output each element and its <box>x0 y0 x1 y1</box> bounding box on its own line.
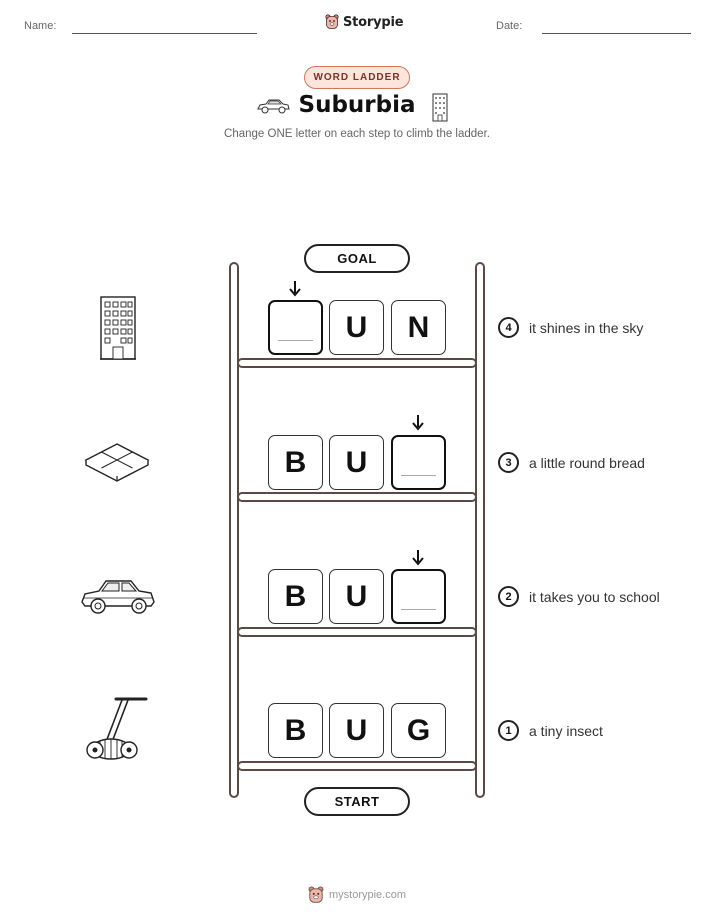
clue-step-2: 2 it takes you to school <box>498 586 660 607</box>
office-building-icon <box>100 296 136 360</box>
step-number: 1 <box>498 720 519 741</box>
letter-box-input[interactable] <box>268 300 323 355</box>
letter-box: N <box>391 300 446 355</box>
storypie-mascot-icon <box>308 886 324 903</box>
ladder-rung <box>237 492 477 502</box>
down-arrow-icon <box>412 415 424 431</box>
clue-step-4: 4 it shines in the sky <box>498 317 643 338</box>
letter-box: U <box>329 300 384 355</box>
ladder-rung <box>237 627 477 637</box>
brand-logo: Storypie <box>325 14 404 30</box>
name-label: Name: <box>24 20 57 32</box>
clue-text: a tiny insect <box>529 722 603 739</box>
letter-box: B <box>268 703 323 758</box>
page-title: Suburbia <box>298 92 416 118</box>
name-line[interactable] <box>72 33 257 34</box>
letter-box: U <box>329 703 384 758</box>
step-number: 2 <box>498 586 519 607</box>
down-arrow-icon <box>412 550 424 566</box>
letter-box: G <box>391 703 446 758</box>
car-icon <box>257 99 290 114</box>
footer-url[interactable]: mystorypie.com <box>329 889 407 901</box>
clue-step-3: 3 a little round bread <box>498 452 645 473</box>
ladder-rung <box>237 761 477 771</box>
letter-box: B <box>268 435 323 490</box>
ladder-rung <box>237 358 477 368</box>
letter-box: B <box>268 569 323 624</box>
letter-box-input[interactable] <box>391 435 446 490</box>
word-ladder-badge: WORD LADDER <box>304 66 410 89</box>
letter-box: U <box>329 435 384 490</box>
clue-text: it takes you to school <box>529 588 660 605</box>
ladder-rail-left <box>229 262 239 798</box>
storypie-mascot-icon <box>325 14 339 29</box>
car-icon <box>81 580 155 614</box>
start-label: START <box>304 787 410 816</box>
clue-text: it shines in the sky <box>529 319 644 336</box>
tile-icon <box>84 443 150 482</box>
date-line[interactable] <box>542 33 691 34</box>
letter-box: U <box>329 569 384 624</box>
ladder-rail-right <box>475 262 485 798</box>
footer: mystorypie.com <box>308 886 406 904</box>
instructions: Change ONE letter on each step to climb … <box>224 128 490 140</box>
date-label: Date: <box>496 20 523 32</box>
goal-label: GOAL <box>304 244 410 273</box>
brand-name: Storypie <box>343 14 404 30</box>
letter-box-input[interactable] <box>391 569 446 624</box>
clue-text: a little round bread <box>529 454 645 471</box>
clue-step-1: 1 a tiny insect <box>498 720 603 741</box>
down-arrow-icon <box>289 281 301 297</box>
step-number: 4 <box>498 317 519 338</box>
office-building-icon <box>432 93 448 122</box>
step-number: 3 <box>498 452 519 473</box>
lawn-mower-icon <box>86 697 148 760</box>
